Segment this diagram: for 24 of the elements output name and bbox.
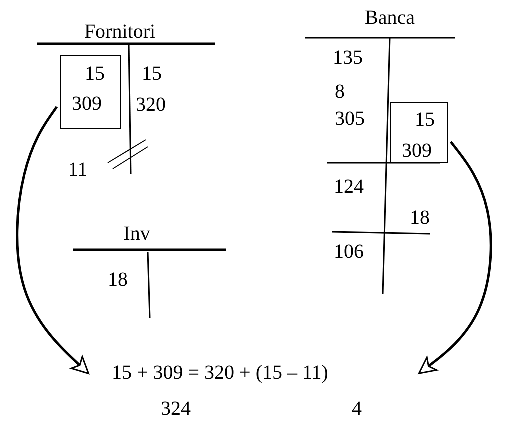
curved-arrow	[16, 106, 90, 374]
amount: 8	[335, 82, 345, 102]
amount: 11	[68, 160, 88, 180]
amount: 124	[334, 177, 364, 197]
result: 324	[161, 399, 191, 419]
amount: 135	[333, 48, 363, 68]
amount: 320	[136, 95, 166, 115]
amount: 18	[108, 270, 128, 290]
result: 4	[352, 399, 362, 419]
entry-box	[60, 55, 121, 129]
account-title: Banca	[365, 8, 415, 28]
amount: 15	[85, 64, 105, 84]
account-title: Fornitori	[84, 22, 156, 42]
entry-box	[390, 102, 448, 163]
amount: 305	[335, 109, 365, 129]
account-title: Inv	[124, 224, 150, 244]
amount: 309	[402, 141, 432, 161]
amount: 15	[415, 110, 435, 130]
amount: 15	[142, 64, 162, 84]
amount: 106	[334, 242, 364, 262]
amount: 309	[72, 94, 102, 114]
curved-arrow	[418, 141, 492, 374]
equation: 15 + 309 = 320 + (15 – 11)	[112, 363, 328, 383]
amount: 18	[410, 208, 430, 228]
